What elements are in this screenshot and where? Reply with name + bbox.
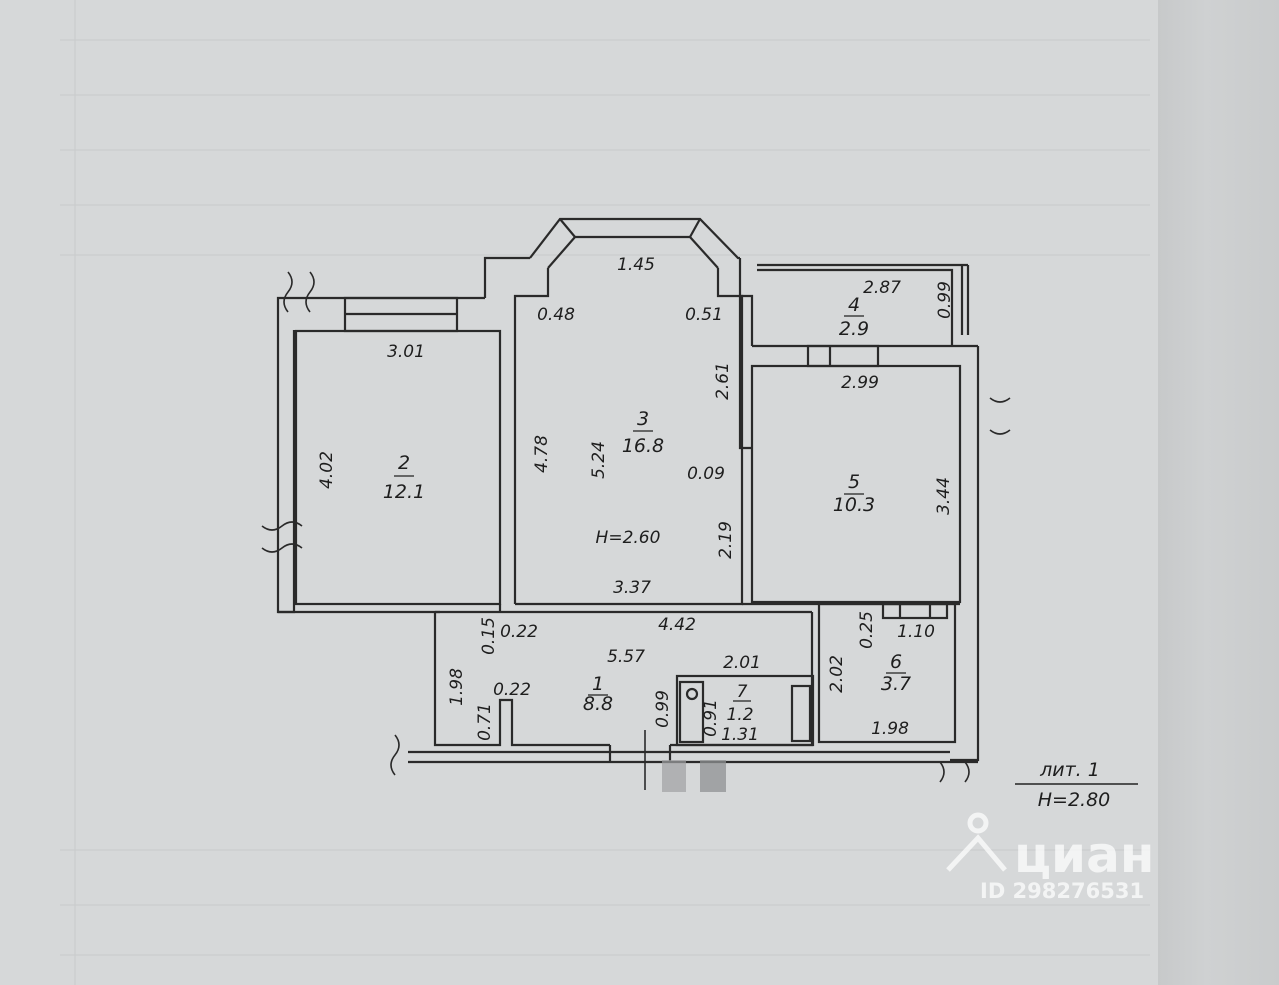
- dim-label: 1.98: [871, 719, 909, 739]
- walls: [276, 217, 980, 764]
- dim-label: 5.24: [589, 441, 609, 479]
- dim-label: 3.37: [613, 578, 651, 598]
- dim-label: 1.45: [617, 255, 655, 275]
- redaction-blur: [662, 760, 726, 792]
- dim-label: 4.02: [317, 451, 337, 489]
- dim-label: 1.31: [721, 725, 759, 745]
- dim-label: 0.99: [653, 690, 673, 728]
- dim-label: 1.98: [447, 668, 467, 706]
- dim-label: 0.25: [857, 611, 877, 649]
- dim-label: 5.57: [607, 647, 645, 667]
- dim-label: 0.15: [479, 617, 499, 655]
- room-3-area: 16.8: [622, 435, 664, 457]
- stamp-height: H=2.80: [1038, 789, 1111, 811]
- room-3-number: 3: [637, 408, 649, 430]
- dim-label: 2.19: [716, 521, 736, 559]
- cian-logo-icon: [946, 812, 1007, 872]
- dim-label: 0.71: [475, 703, 495, 741]
- dim-label: 0.51: [685, 305, 723, 325]
- dim-label: 3.01: [387, 342, 425, 362]
- room-4-number: 4: [848, 294, 860, 316]
- break-marks: [261, 271, 1011, 790]
- litera-stamp: лит. 1 H=2.80: [1015, 759, 1138, 811]
- dim-label: 0.91: [701, 699, 721, 737]
- dim-label: 1.10: [897, 622, 935, 642]
- room-1-area: 8.8: [583, 693, 613, 715]
- watermark-id: ID 298276531: [980, 879, 1144, 903]
- dim-label: 2.87: [863, 278, 901, 298]
- dim-label: 2.01: [723, 653, 761, 673]
- dim-label: 0.22: [500, 622, 538, 642]
- dim-label: 0.48: [537, 305, 575, 325]
- dim-label: 2.02: [827, 655, 847, 693]
- background-lines: [60, 0, 1150, 985]
- room-6-number: 6: [890, 651, 902, 673]
- dim-label: 4.78: [532, 435, 552, 473]
- dim-label: 0.99: [935, 281, 955, 319]
- room-5-number: 5: [848, 471, 860, 493]
- litera-label: лит. 1: [1039, 759, 1100, 781]
- room-5-area: 10.3: [833, 494, 875, 516]
- room-1-number: 1: [592, 673, 604, 695]
- dim-label: 2.61: [713, 362, 733, 400]
- room-7-number: 7: [737, 682, 748, 702]
- dimensions: 1.45 0.48 0.51 2.61 4.78 5.24 0.09 H=2.6…: [317, 255, 955, 745]
- dim-label: 4.42: [658, 615, 696, 635]
- watermark-brand: циан: [1014, 826, 1154, 884]
- room-6-area: 3.7: [881, 673, 911, 695]
- dim-label: 0.09: [687, 464, 725, 484]
- room-4-area: 2.9: [839, 318, 869, 340]
- room-2-number: 2: [398, 452, 410, 474]
- room-2-area: 12.1: [383, 481, 425, 503]
- room-labels: 2 12.1 3 16.8 4 2.9 5 10.3 1 8.8 6 3.7 7…: [383, 294, 911, 725]
- paper-edge: [1158, 0, 1279, 985]
- dim-label: 2.99: [841, 373, 879, 393]
- dim-label: 3.44: [934, 477, 954, 515]
- watermark: циан ID 298276531: [946, 812, 1154, 903]
- dim-label: 0.22: [493, 680, 531, 700]
- room-7-area: 1.2: [726, 705, 753, 725]
- dim-label: H=2.60: [596, 528, 661, 548]
